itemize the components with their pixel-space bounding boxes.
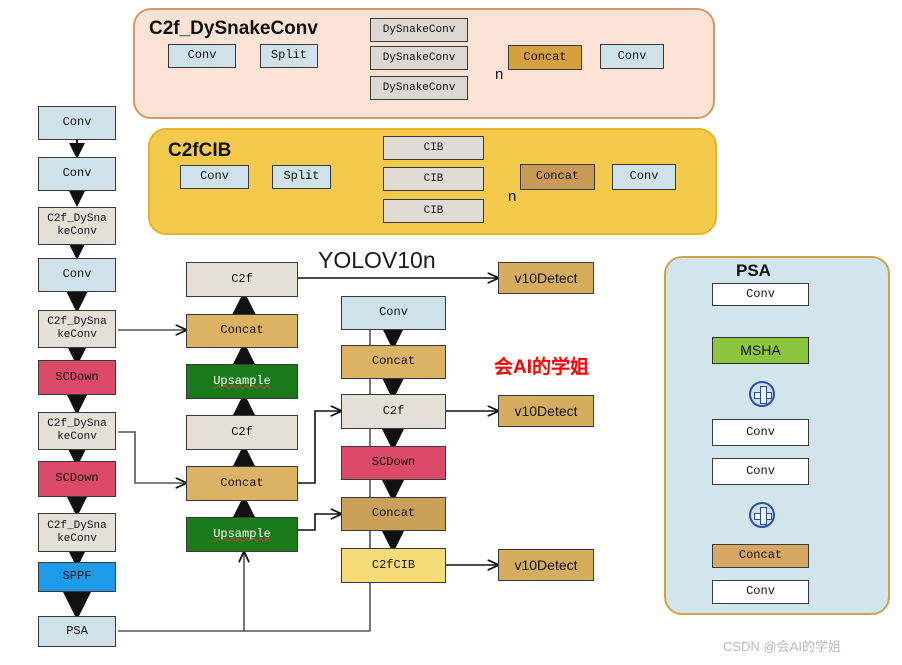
neck-left-node-0: C2f bbox=[186, 262, 298, 297]
psa-msha: MSHA bbox=[712, 337, 809, 364]
dysnake-conv-in: Conv bbox=[168, 44, 236, 68]
backbone-node-3: Conv bbox=[38, 258, 116, 292]
dysnake-branch-3: DySnakeConv bbox=[370, 76, 468, 100]
c2fcib-split: Split bbox=[272, 165, 331, 189]
legend-header-c2fcib: C2fCIB bbox=[168, 140, 232, 161]
c2fcib-concat: Concat bbox=[520, 164, 595, 190]
neck-right-node-2: C2f bbox=[341, 394, 446, 429]
neck-right-node-1: Concat bbox=[341, 345, 446, 379]
backbone-node-9: SPPF bbox=[38, 562, 116, 592]
psa-concat: Concat bbox=[712, 544, 809, 568]
backbone-node-1: Conv bbox=[38, 157, 116, 191]
red-annotation: 会AI的学姐 bbox=[494, 357, 590, 378]
dysnake-split: Split bbox=[260, 44, 318, 68]
dysnake-repeat-label: n bbox=[495, 66, 504, 83]
psa-conv-bottom: Conv bbox=[712, 580, 809, 604]
c2fcib-conv-out: Conv bbox=[612, 164, 676, 190]
page-title: YOLOV10n bbox=[318, 247, 436, 273]
neck-right-node-0: Conv bbox=[341, 296, 446, 330]
legend-header-c2f-dysnakeconv: C2f_DySnakeConv bbox=[149, 18, 318, 39]
neck-right-node-4: Concat bbox=[341, 497, 446, 531]
c2fcib-repeat-label: n bbox=[508, 188, 517, 205]
psa-conv-top: Conv bbox=[712, 283, 809, 306]
backbone-node-5: SCDown bbox=[38, 360, 116, 395]
c2fcib-conv-in: Conv bbox=[180, 165, 249, 189]
neck-left-node-3: C2f bbox=[186, 415, 298, 450]
dysnake-branch-1: DySnakeConv bbox=[370, 18, 468, 42]
backbone-node-4: C2f_DySna keConv bbox=[38, 310, 116, 348]
neck-left-node-4: Concat bbox=[186, 466, 298, 501]
neck-left-node-5: Upsample bbox=[186, 517, 298, 552]
psa-header: PSA bbox=[736, 261, 771, 280]
neck-left-node-1: Concat bbox=[186, 314, 298, 348]
watermark: CSDN @会AI的学姐 bbox=[723, 639, 841, 654]
neck-right-node-5: C2fCIB bbox=[341, 548, 446, 583]
dysnake-concat: Concat bbox=[508, 45, 582, 70]
backbone-node-7: SCDown bbox=[38, 461, 116, 497]
neck-right-node-3: SCDown bbox=[341, 446, 446, 480]
backbone-node-2: C2f_DySna keConv bbox=[38, 207, 116, 245]
backbone-node-8: C2f_DySna keConv bbox=[38, 513, 116, 552]
neck-left-node-2: Upsample bbox=[186, 364, 298, 399]
c2fcib-branch-3: CIB bbox=[383, 199, 484, 223]
detect-head-2: v10Detect bbox=[498, 549, 594, 581]
c2fcib-branch-1: CIB bbox=[383, 136, 484, 160]
detect-head-1: v10Detect bbox=[498, 395, 594, 427]
c2fcib-branch-2: CIB bbox=[383, 167, 484, 191]
dysnake-conv-out: Conv bbox=[600, 44, 664, 69]
psa-add-2 bbox=[749, 502, 775, 528]
backbone-node-10: PSA bbox=[38, 616, 116, 647]
backbone-node-0: Conv bbox=[38, 106, 116, 140]
psa-conv-mid-2: Conv bbox=[712, 458, 809, 485]
detect-head-0: v10Detect bbox=[498, 262, 594, 294]
psa-add-1 bbox=[749, 381, 775, 407]
backbone-node-6: C2f_DySna keConv bbox=[38, 412, 116, 450]
dysnake-branch-2: DySnakeConv bbox=[370, 46, 468, 70]
psa-conv-mid-1: Conv bbox=[712, 419, 809, 446]
